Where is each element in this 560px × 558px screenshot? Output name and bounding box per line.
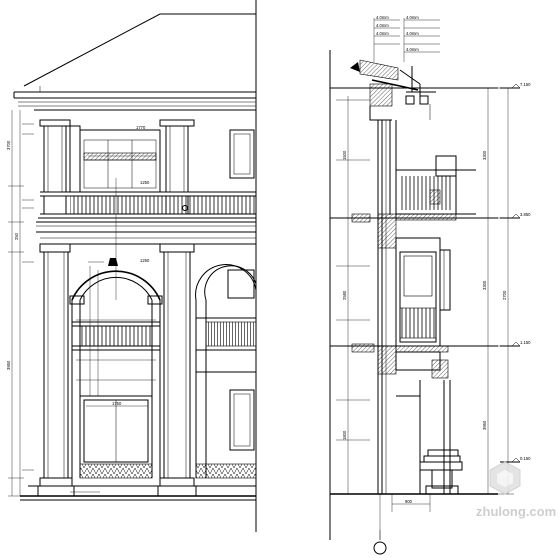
watermark-text: zhulong.com xyxy=(476,504,556,519)
callout-2: 4.0mm xyxy=(376,23,389,28)
roof-pediment xyxy=(13,13,256,111)
callout-1: 4.0mm xyxy=(376,15,389,20)
left-dimension-chain: 3700 3950 250 xyxy=(6,110,34,497)
axis-circle-icon xyxy=(373,530,387,555)
lower-column-left xyxy=(37,251,75,497)
wall-lines xyxy=(377,120,397,494)
lattice-base xyxy=(79,463,257,479)
right-dim-1: 3300 xyxy=(482,150,487,160)
slab-upper-ext xyxy=(395,213,457,221)
callout-notes: 4.0mm 4.0mm 4.0mm 4.0mm 4.0mm 4.0mm xyxy=(373,15,440,62)
mid-cornice xyxy=(36,221,256,253)
section-inner-dims: 1500 2580 1800 900 xyxy=(342,96,431,540)
right-dimension-chain: 3300 2700 3300 3950 xyxy=(482,87,514,495)
roof-eave xyxy=(350,59,436,121)
ground-line xyxy=(20,485,256,501)
dim-bottom: 1750 xyxy=(112,401,122,406)
lower-balcony xyxy=(72,321,160,351)
level-mark-1: 7.150 xyxy=(520,82,531,87)
upper-pilaster xyxy=(69,125,81,193)
inner-dimensions: 1770 1250 1250 1750 xyxy=(70,125,160,493)
dim-arch: 1250 xyxy=(140,258,150,263)
section-upper-balcony xyxy=(395,155,476,215)
callout-6: 4.0mm xyxy=(406,47,419,52)
callout-3: 4.0mm xyxy=(376,31,389,36)
upper-column-left xyxy=(39,119,71,193)
arch-door xyxy=(80,395,152,463)
dim-vertical-1: 3700 xyxy=(6,140,11,150)
callout-4: 4.0mm xyxy=(406,15,419,20)
dim-vertical-3: 250 xyxy=(14,232,19,240)
section-window xyxy=(395,237,451,347)
dim-balcony: 1250 xyxy=(140,180,150,185)
wall-section: 4.0mm 4.0mm 4.0mm 4.0mm 4.0mm 4.0mm xyxy=(329,15,531,555)
front-elevation: 3700 3950 250 1770 1250 1250 1750 xyxy=(6,0,257,532)
inner-dim-3: 1800 xyxy=(342,430,347,440)
right-dim-3: 3300 xyxy=(482,280,487,290)
section-left-marks xyxy=(336,99,375,441)
upper-balcony xyxy=(38,191,256,219)
upper-window-right xyxy=(229,129,255,179)
right-dim-4: 3950 xyxy=(482,420,487,430)
callout-5: 4.0mm xyxy=(406,31,419,36)
slab-lower xyxy=(377,345,397,375)
dim-vertical-2: 3950 xyxy=(6,360,11,370)
section-bottom-dim: 900 xyxy=(405,499,413,504)
right-arch xyxy=(195,264,257,478)
level-mark-3: 1.150 xyxy=(520,340,531,345)
level-marks: 7.150 3.850 1.150 0.150 xyxy=(511,82,531,463)
inner-dim-1: 1500 xyxy=(342,150,347,160)
lower-column-right xyxy=(157,251,197,497)
slab-lower-ext xyxy=(395,345,449,353)
level-mark-4: 0.150 xyxy=(520,456,531,461)
level-mark-2: 3.850 xyxy=(520,212,531,217)
section-lower xyxy=(395,351,463,495)
dim-width-top: 1770 xyxy=(136,125,146,130)
upper-column-right xyxy=(159,119,195,193)
right-dim-2: 2700 xyxy=(502,290,507,300)
slab-upper xyxy=(377,213,397,249)
inner-dim-2: 2580 xyxy=(342,290,347,300)
watermark: zhulong.com xyxy=(476,461,556,519)
